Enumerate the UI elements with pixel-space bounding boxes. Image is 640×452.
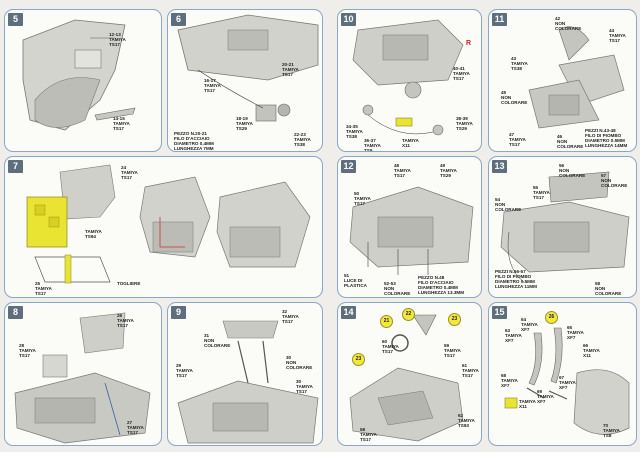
color-badge: 21 <box>380 315 393 328</box>
step-13-panel: 13 56 NON COLORARE 57 NON COLORARE 55 TA… <box>488 156 637 298</box>
step-number: 15 <box>492 306 507 319</box>
part-label: 43 TAMIYA TS38 <box>511 56 528 71</box>
part-label: 62 TAMIYA TS93 <box>458 413 475 428</box>
step-8-panel: 8 26 TAMIYA TS17 28 TAMIYA TS17 27 TAMIY… <box>4 302 162 446</box>
step-14-illustration <box>349 314 464 442</box>
part-label: 55 TAMIYA TS17 <box>533 185 550 200</box>
step-5-illustration <box>22 19 136 131</box>
part-label: 61 TAMIYA TS17 <box>462 363 479 378</box>
step-8-illustration <box>14 312 151 444</box>
part-label: 48 TAMIYA TS17 <box>394 163 411 178</box>
part-label: 54 NON COLORARE <box>495 197 522 212</box>
part-label: 59 TAMIYA TS17 <box>444 343 461 358</box>
part-label: 64 TAMIYA XF7 <box>521 317 538 332</box>
step-number: 12 <box>341 160 356 173</box>
part-label: 25 TAMIYA TS17 <box>35 281 52 296</box>
step-number: 11 <box>492 13 507 26</box>
part-label: 69 TAMIYA XF7 <box>537 389 554 404</box>
step-10-panel: 10 R 40-41 TAMIYA TS17 34-35 TAMIYA TS38… <box>337 9 482 152</box>
note-text: PEZZI N.43-48 FILO DI PIOMBO DIAMETRO 0.… <box>585 128 628 148</box>
step-number: 6 <box>171 13 186 26</box>
part-label: 70 TAMIYA TS8 <box>603 423 620 438</box>
part-label: TOGLIERE <box>117 281 141 286</box>
part-label: TAMIYA TS94 <box>85 229 102 239</box>
step-number: 9 <box>171 306 186 319</box>
step-12-illustration <box>349 186 474 275</box>
step-11-illustration <box>528 26 625 129</box>
step-13-illustration <box>500 171 630 283</box>
part-label: 24 TAMIYA TS17 <box>121 165 138 180</box>
part-label: 50 TAMIYA TS17 <box>354 191 371 206</box>
step-number: 10 <box>341 13 356 26</box>
note-text: PEZZO N.48 FILO D'ACCIAIO DIAMETRO 0.4mm… <box>418 275 465 295</box>
part-label: 46 NON COLORARE <box>557 134 584 149</box>
legend-label: TAMIYA X11 <box>519 399 536 409</box>
part-label: 58 NON COLORARE <box>595 281 622 296</box>
part-label: 26 TAMIYA TS17 <box>117 313 134 328</box>
color-badge: 23 <box>448 313 461 326</box>
part-label: 67 TAMIYA XF7 <box>559 375 576 390</box>
note-text: PEZZO N.20-21 FILO D'ACCIAIO DIAMETRO 0.… <box>174 131 214 151</box>
part-label: 49 TAMIYA TS29 <box>440 163 457 178</box>
note-text: PEZZI N.56-57 FILO DI PIOMBO DIAMETRO 0.… <box>495 269 537 289</box>
part-label: 32 TAMIYA TS17 <box>282 309 299 324</box>
part-label: 31 NON COLORARE <box>204 333 231 348</box>
part-label: 44 TAMIYA TS17 <box>609 28 626 43</box>
color-badge: 26 <box>545 311 558 324</box>
part-label: 63 TAMIYA XF7 <box>505 328 522 343</box>
part-label: 30 TAMIYA TS17 <box>296 379 313 394</box>
step-number: 5 <box>8 13 23 26</box>
step-7-panel: 7 24 TAMIYA TS17 TAMIYA TS94 25 TAMIYA T… <box>4 156 323 298</box>
part-label: 27 TAMIYA TS17 <box>127 420 144 435</box>
step-15-panel: 15 26 63 TAMIYA XF7 64 TAMIYA XF7 65 TAM… <box>488 302 637 446</box>
step-number: 14 <box>341 306 356 319</box>
part-label: 30 NON COLORARE <box>286 355 313 370</box>
step-12-panel: 12 48 TAMIYA TS17 49 TAMIYA TS29 50 TAMI… <box>337 156 482 298</box>
part-label: 36-37 TAMIYA TS9 <box>364 138 381 152</box>
part-label: 57 NON COLORARE <box>601 173 628 188</box>
step-14-panel: 14 21 22 23 23 60 TAMIYA TS17 59 TAMIYA … <box>337 302 482 446</box>
part-label: TAMIYA X11 <box>402 138 419 148</box>
part-label: 20-21 TAMIYA TS17 <box>282 62 299 77</box>
part-label: 47 TAMIYA TS17 <box>509 132 526 147</box>
part-label: 51 LUCE DI PLASTICA <box>344 273 367 288</box>
part-label: R <box>466 40 472 47</box>
step-number: 8 <box>8 306 23 319</box>
step-number: 13 <box>492 160 507 173</box>
color-badge: 23 <box>352 353 365 366</box>
part-label: 34-35 TAMIYA TS38 <box>346 124 363 139</box>
part-label: 52-53 NON COLORARE <box>384 281 411 296</box>
step-6-illustration <box>177 14 319 122</box>
step-number: 7 <box>8 160 23 173</box>
part-label: 14-15 TAMIYA TS17 <box>113 116 130 131</box>
step-15-illustration <box>504 327 630 435</box>
step-9-panel: 9 32 TAMIYA TS17 31 NON COLORARE 29 TAMI… <box>167 302 323 446</box>
part-label: 66 TAMIYA X11 <box>583 343 600 358</box>
color-badge: 22 <box>402 308 415 321</box>
part-label: 38-39 TAMIYA TS29 <box>456 116 473 131</box>
part-label: 16-17 TAMIYA TS17 <box>204 78 221 93</box>
part-label: 29 TAMIYA TS17 <box>176 363 193 378</box>
step-11-panel: 11 42 NON COLORARE 44 TAMIYA TS17 43 TAM… <box>488 9 637 152</box>
step-10-illustration <box>352 19 464 136</box>
part-label: 40-41 TAMIYA TS17 <box>453 66 470 81</box>
part-label: 60 TAMIYA TS17 <box>382 339 399 354</box>
step-7-illustration <box>26 164 311 284</box>
part-label: 12-13 TAMIYA TS17 <box>109 32 126 47</box>
part-label: 58 TAMIYA TS17 <box>360 427 377 442</box>
step-9-illustration <box>177 320 319 444</box>
part-label: 22-23 TAMIYA TS38 <box>294 132 311 147</box>
part-label: 28 TAMIYA TS17 <box>19 343 36 358</box>
part-label: 56 NON COLORARE <box>559 163 586 178</box>
part-label: 42 NON COLORARE <box>555 16 582 31</box>
step-5-panel: 5 12-13 TAMIYA TS17 14-15 TAMIYA TS17 <box>4 9 162 152</box>
part-label: 45 NON COLORARE <box>501 90 528 105</box>
part-label: 18-19 TAMIYA TS29 <box>236 116 253 131</box>
part-label: 68 TAMIYA XF7 <box>501 373 518 388</box>
step-6-panel: 6 16-17 TAMIYA TS17 20-21 TAMIYA TS17 18… <box>167 9 323 152</box>
part-label: 65 TAMIYA XF7 <box>567 325 584 340</box>
